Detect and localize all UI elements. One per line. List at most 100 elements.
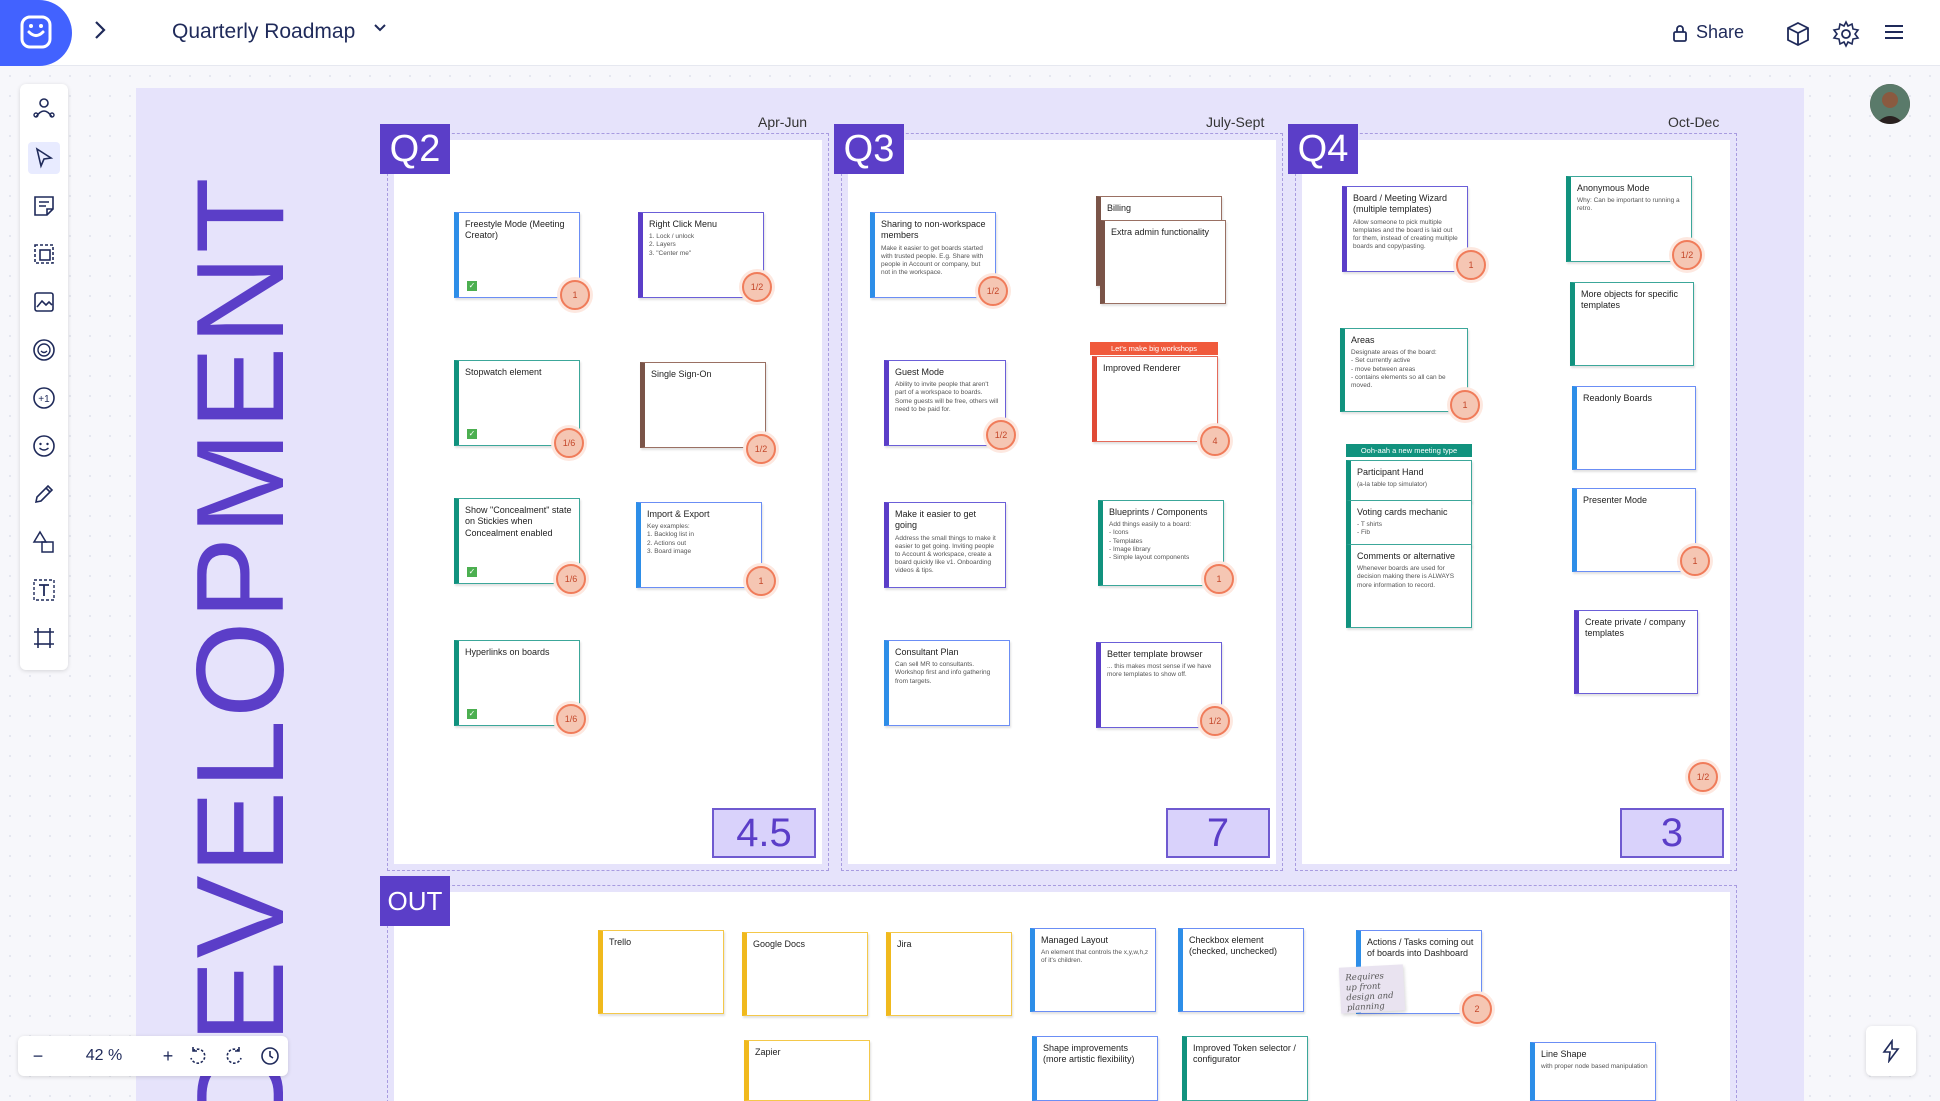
card-improved-renderer[interactable]: Improved Renderer [1092, 356, 1218, 442]
vote-badge[interactable]: 2 [1462, 994, 1492, 1024]
tool-sticky-note[interactable] [28, 190, 60, 222]
card-google-docs[interactable]: Google Docs [742, 932, 868, 1016]
card-title: Blueprints / Components [1109, 507, 1208, 517]
tool-vote[interactable]: +1 [28, 382, 60, 414]
checkbox-checked-icon[interactable]: ✓ [467, 429, 477, 439]
q3-score[interactable]: 7 [1166, 808, 1270, 858]
vote-badge[interactable]: 1/2 [742, 272, 772, 302]
q2-score[interactable]: 4.5 [712, 808, 816, 858]
card-body: Ability to invite people that aren't par… [895, 381, 999, 413]
vote-badge[interactable]: 1/2 [978, 276, 1008, 306]
card-private-templates[interactable]: Create private / company templates [1574, 610, 1698, 694]
sticky-note[interactable]: Requires up front design and planning [1338, 964, 1406, 1014]
cube-icon [1787, 21, 1809, 47]
vote-badge[interactable]: 1/6 [556, 704, 586, 734]
tool-emoji[interactable] [28, 430, 60, 462]
card-jira[interactable]: Jira [886, 932, 1012, 1016]
vote-badge[interactable]: 1/2 [986, 420, 1016, 450]
card-sharing-non-workspace[interactable]: Sharing to non-workspace members Make it… [870, 212, 996, 298]
menu-button[interactable] [1882, 20, 1910, 48]
board-title[interactable]: Quarterly Roadmap [172, 20, 356, 43]
card-more-objects[interactable]: More objects for specific templates [1570, 282, 1694, 366]
tool-reactions[interactable] [28, 334, 60, 366]
hamburger-icon [1885, 25, 1903, 39]
tool-select[interactable] [28, 142, 60, 174]
card-consultant-plan[interactable]: Consultant Plan Can sell MR to consultan… [884, 640, 1010, 726]
card-blueprints-components[interactable]: Blueprints / Components Add things easil… [1098, 500, 1224, 586]
vote-badge[interactable]: 1 [1680, 546, 1710, 576]
card-managed-layout[interactable]: Managed Layout An element that controls … [1030, 928, 1156, 1012]
settings-button[interactable] [1832, 20, 1860, 48]
vote-badge[interactable]: 1 [1456, 250, 1486, 280]
card-extra-admin[interactable]: Extra admin functionality [1100, 220, 1226, 304]
vote-badge[interactable]: 4 [1200, 426, 1230, 456]
avatar[interactable] [1870, 84, 1910, 124]
quick-actions-button[interactable] [1866, 1026, 1916, 1076]
checkbox-checked-icon[interactable]: ✓ [467, 567, 477, 577]
cursor-icon [35, 147, 54, 169]
card-shape-improvements[interactable]: Shape improvements (more artistic flexib… [1032, 1036, 1158, 1101]
vote-badge[interactable]: 1/2 [1672, 240, 1702, 270]
tool-image[interactable] [28, 286, 60, 318]
zoom-out-button[interactable]: − [32, 1045, 44, 1066]
vote-badge[interactable]: 1/2 [746, 434, 776, 464]
card-import-export[interactable]: Import & Export Key examples: 1. Backlog… [636, 502, 762, 588]
zoom-in-button[interactable]: + [162, 1045, 174, 1066]
card-title: Extra admin functionality [1111, 227, 1210, 237]
vote-badge[interactable]: 1 [1450, 390, 1480, 420]
tool-shapes[interactable] [28, 526, 60, 558]
vote-badge[interactable]: 1/2 [1688, 762, 1718, 792]
share-button[interactable]: Share [1672, 22, 1744, 43]
checkbox-checked-icon[interactable]: ✓ [467, 709, 477, 719]
pencil-icon [34, 484, 54, 504]
card-anonymous-mode[interactable]: Anonymous Mode Why: Can be important to … [1566, 176, 1692, 262]
tool-frame[interactable] [28, 238, 60, 270]
vote-badge[interactable]: 1/6 [554, 428, 584, 458]
board-title-dropdown[interactable] [372, 20, 388, 41]
expand-sidebar-button[interactable] [92, 18, 108, 49]
logo-button[interactable] [0, 0, 72, 66]
vote-badge[interactable]: 1/2 [1200, 706, 1230, 736]
card-body: 1. Lock / unlock 2. Layers 3. "Center me… [649, 233, 695, 257]
card-areas[interactable]: Areas Designate areas of the board: - Se… [1340, 328, 1468, 412]
card-title: Make it easier to get going [895, 509, 977, 531]
undo-button[interactable] [182, 1040, 214, 1072]
card-token-selector[interactable]: Improved Token selector / configurator [1182, 1036, 1308, 1101]
card-body: Can sell MR to consultants. Workshop fir… [895, 661, 991, 685]
tool-facilitator[interactable] [28, 92, 60, 124]
svg-text:+1: +1 [38, 394, 50, 405]
card-readonly-boards[interactable]: Readonly Boards [1572, 386, 1696, 470]
card-freestyle-mode[interactable]: Freestyle Mode (Meeting Creator) ✓ [454, 212, 580, 298]
card-voting-cards[interactable]: Voting cards mechanic - T shirts - Fib [1346, 500, 1472, 546]
vote-badge[interactable]: 1/6 [556, 564, 586, 594]
tool-pen[interactable] [28, 478, 60, 510]
card-tag: Ooh-aah a new meeting type [1346, 444, 1472, 457]
card-line-shape[interactable]: Line Shape with proper node based manipu… [1530, 1042, 1656, 1101]
checkbox-checked-icon[interactable]: ✓ [467, 281, 477, 291]
card-single-sign-on[interactable]: Single Sign-On [640, 362, 766, 448]
vote-badge[interactable]: 1 [746, 566, 776, 596]
card-zapier[interactable]: Zapier [744, 1040, 870, 1101]
card-title: Consultant Plan [895, 647, 959, 657]
card-title: Import & Export [647, 509, 710, 519]
history-button[interactable] [254, 1040, 286, 1072]
tool-crop[interactable] [28, 622, 60, 654]
card-comments-alternative[interactable]: Comments or alternative Whenever boards … [1346, 544, 1472, 628]
card-title: Trello [609, 937, 632, 947]
zoom-controls: − 42 % + [18, 1036, 288, 1076]
vote-badge[interactable]: 1 [560, 280, 590, 310]
q4-score[interactable]: 3 [1620, 808, 1724, 858]
tool-text[interactable] [28, 574, 60, 606]
card-easier-get-going[interactable]: Make it easier to get going Address the … [884, 502, 1006, 588]
card-presenter-mode[interactable]: Presenter Mode [1572, 488, 1696, 572]
card-checkbox-element[interactable]: Checkbox element (checked, unchecked) [1178, 928, 1304, 1012]
card-trello[interactable]: Trello [598, 930, 724, 1014]
card-board-meeting-wizard[interactable]: Board / Meeting Wizard (multiple templat… [1342, 186, 1468, 272]
redo-button[interactable] [218, 1040, 250, 1072]
sticky-note-icon [34, 196, 54, 216]
zoom-level[interactable]: 42 % [85, 1047, 123, 1064]
vote-badge[interactable]: 1 [1204, 564, 1234, 594]
cube-button[interactable] [1784, 20, 1812, 48]
card-guest-mode[interactable]: Guest Mode Ability to invite people that… [884, 360, 1006, 446]
card-participant-hand[interactable]: Participant Hand (a-la table top simulat… [1346, 460, 1472, 502]
